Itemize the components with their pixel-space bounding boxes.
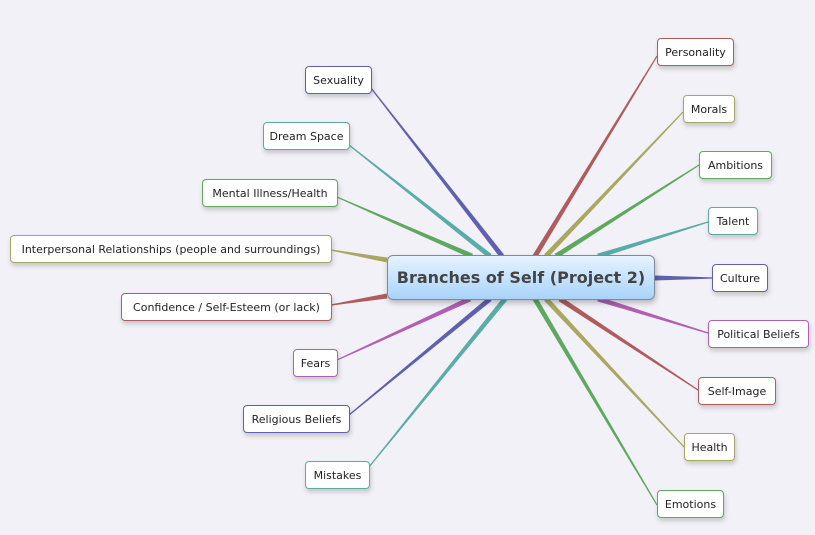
link-mental-illness [336, 196, 474, 259]
link-interpersonal [330, 249, 388, 263]
topic-religious[interactable]: Religious Beliefs [243, 405, 350, 433]
link-religious [348, 297, 492, 416]
link-talent [597, 221, 709, 259]
central-topic[interactable]: Branches of Self (Project 2) [387, 255, 655, 300]
topic-emotions[interactable]: Emotions [657, 490, 724, 518]
topic-self-image[interactable]: Self-Image [698, 377, 776, 405]
topic-political[interactable]: Political Beliefs [708, 320, 809, 348]
link-dream-space [348, 144, 492, 258]
link-mistakes [368, 297, 507, 468]
topic-mistakes[interactable]: Mistakes [305, 461, 370, 489]
topic-mental-illness[interactable]: Mental Illness/Health [202, 179, 338, 207]
topic-personality[interactable]: Personality [657, 38, 734, 66]
topic-fears[interactable]: Fears [293, 349, 338, 377]
topic-talent[interactable]: Talent [708, 207, 758, 235]
topic-ambitions[interactable]: Ambitions [699, 151, 772, 179]
link-fears [336, 296, 472, 361]
link-morals [544, 111, 684, 258]
topic-interpersonal[interactable]: Interpersonal Relationships (people and … [10, 235, 332, 263]
link-ambitions [554, 164, 700, 259]
link-political [597, 296, 709, 334]
link-self-image [558, 296, 699, 391]
link-confidence [330, 293, 388, 306]
link-personality [532, 55, 658, 258]
link-culture [655, 275, 712, 281]
topic-health[interactable]: Health [684, 433, 735, 461]
topic-confidence[interactable]: Confidence / Self-Esteem (or lack) [121, 293, 332, 321]
link-health [544, 297, 685, 448]
link-emotions [532, 297, 658, 506]
topic-culture[interactable]: Culture [712, 264, 768, 292]
topic-morals[interactable]: Morals [683, 95, 735, 123]
topic-sexuality[interactable]: Sexuality [305, 66, 372, 94]
topic-dream-space[interactable]: Dream Space [263, 122, 350, 150]
link-sexuality [370, 87, 504, 258]
